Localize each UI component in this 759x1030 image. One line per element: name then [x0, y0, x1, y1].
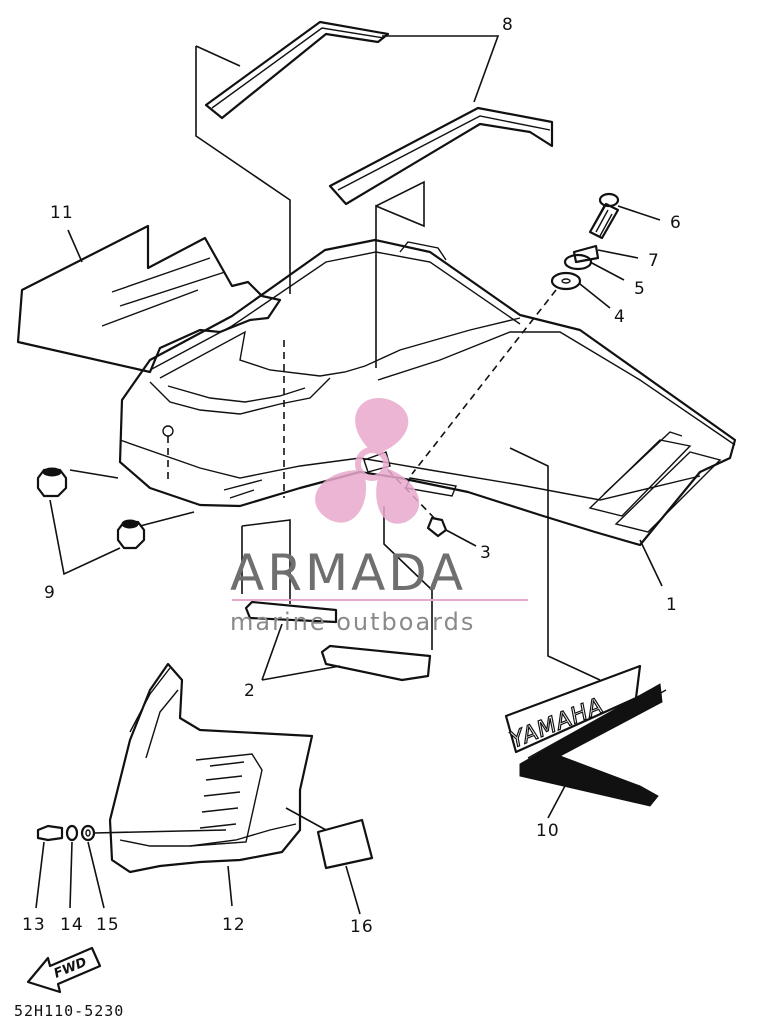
callout-10: 10: [536, 821, 560, 841]
part-3-grommet: [426, 516, 477, 547]
callout-6: 6: [670, 213, 682, 233]
part-1-top-cowling: [118, 238, 737, 547]
fwd-arrow-icon: FWD: [26, 946, 102, 994]
callout-7: 7: [648, 251, 660, 271]
armada-watermark: ARMADA marine outboards: [230, 398, 528, 636]
callout-5: 5: [634, 279, 646, 299]
watermark-brand: ARMADA: [230, 544, 466, 602]
callout-11: 11: [50, 203, 74, 223]
propeller-logo-icon: [315, 398, 420, 524]
callout-9: 9: [44, 583, 56, 603]
callout-15: 15: [96, 915, 120, 935]
callout-3: 3: [480, 543, 492, 563]
part-16-sticker: [316, 818, 374, 915]
callout-8: 8: [502, 15, 514, 35]
part-2-seal-strips: [244, 600, 432, 682]
parts-4-to-7-fastener-stack: [550, 192, 661, 309]
part-12-bottom-apron: [108, 662, 327, 907]
callout-1: 1: [666, 595, 678, 615]
part-8-top-seal-strips: [204, 20, 554, 206]
callout-13: 13: [22, 915, 46, 935]
callout-2: 2: [244, 681, 256, 701]
callout-16: 16: [350, 917, 374, 937]
part-9-rubber-dampers: [36, 467, 146, 576]
parts-13-15-bolt-and-washers: [35, 824, 227, 909]
callout-14: 14: [60, 915, 84, 935]
part-10-yamaha-decal: YAMAHA: [504, 664, 667, 819]
callout-labels: 8 11 6 7 5 4 3 9 1 2 10 13 14 15 12 16 5…: [14, 15, 682, 1020]
callout-4: 4: [614, 307, 626, 327]
callout-12: 12: [222, 915, 246, 935]
diagram-code: 52H110-5230: [14, 1002, 124, 1020]
watermark-tagline: marine outboards: [230, 608, 475, 636]
part-11-graphic-sheet: [16, 224, 282, 374]
